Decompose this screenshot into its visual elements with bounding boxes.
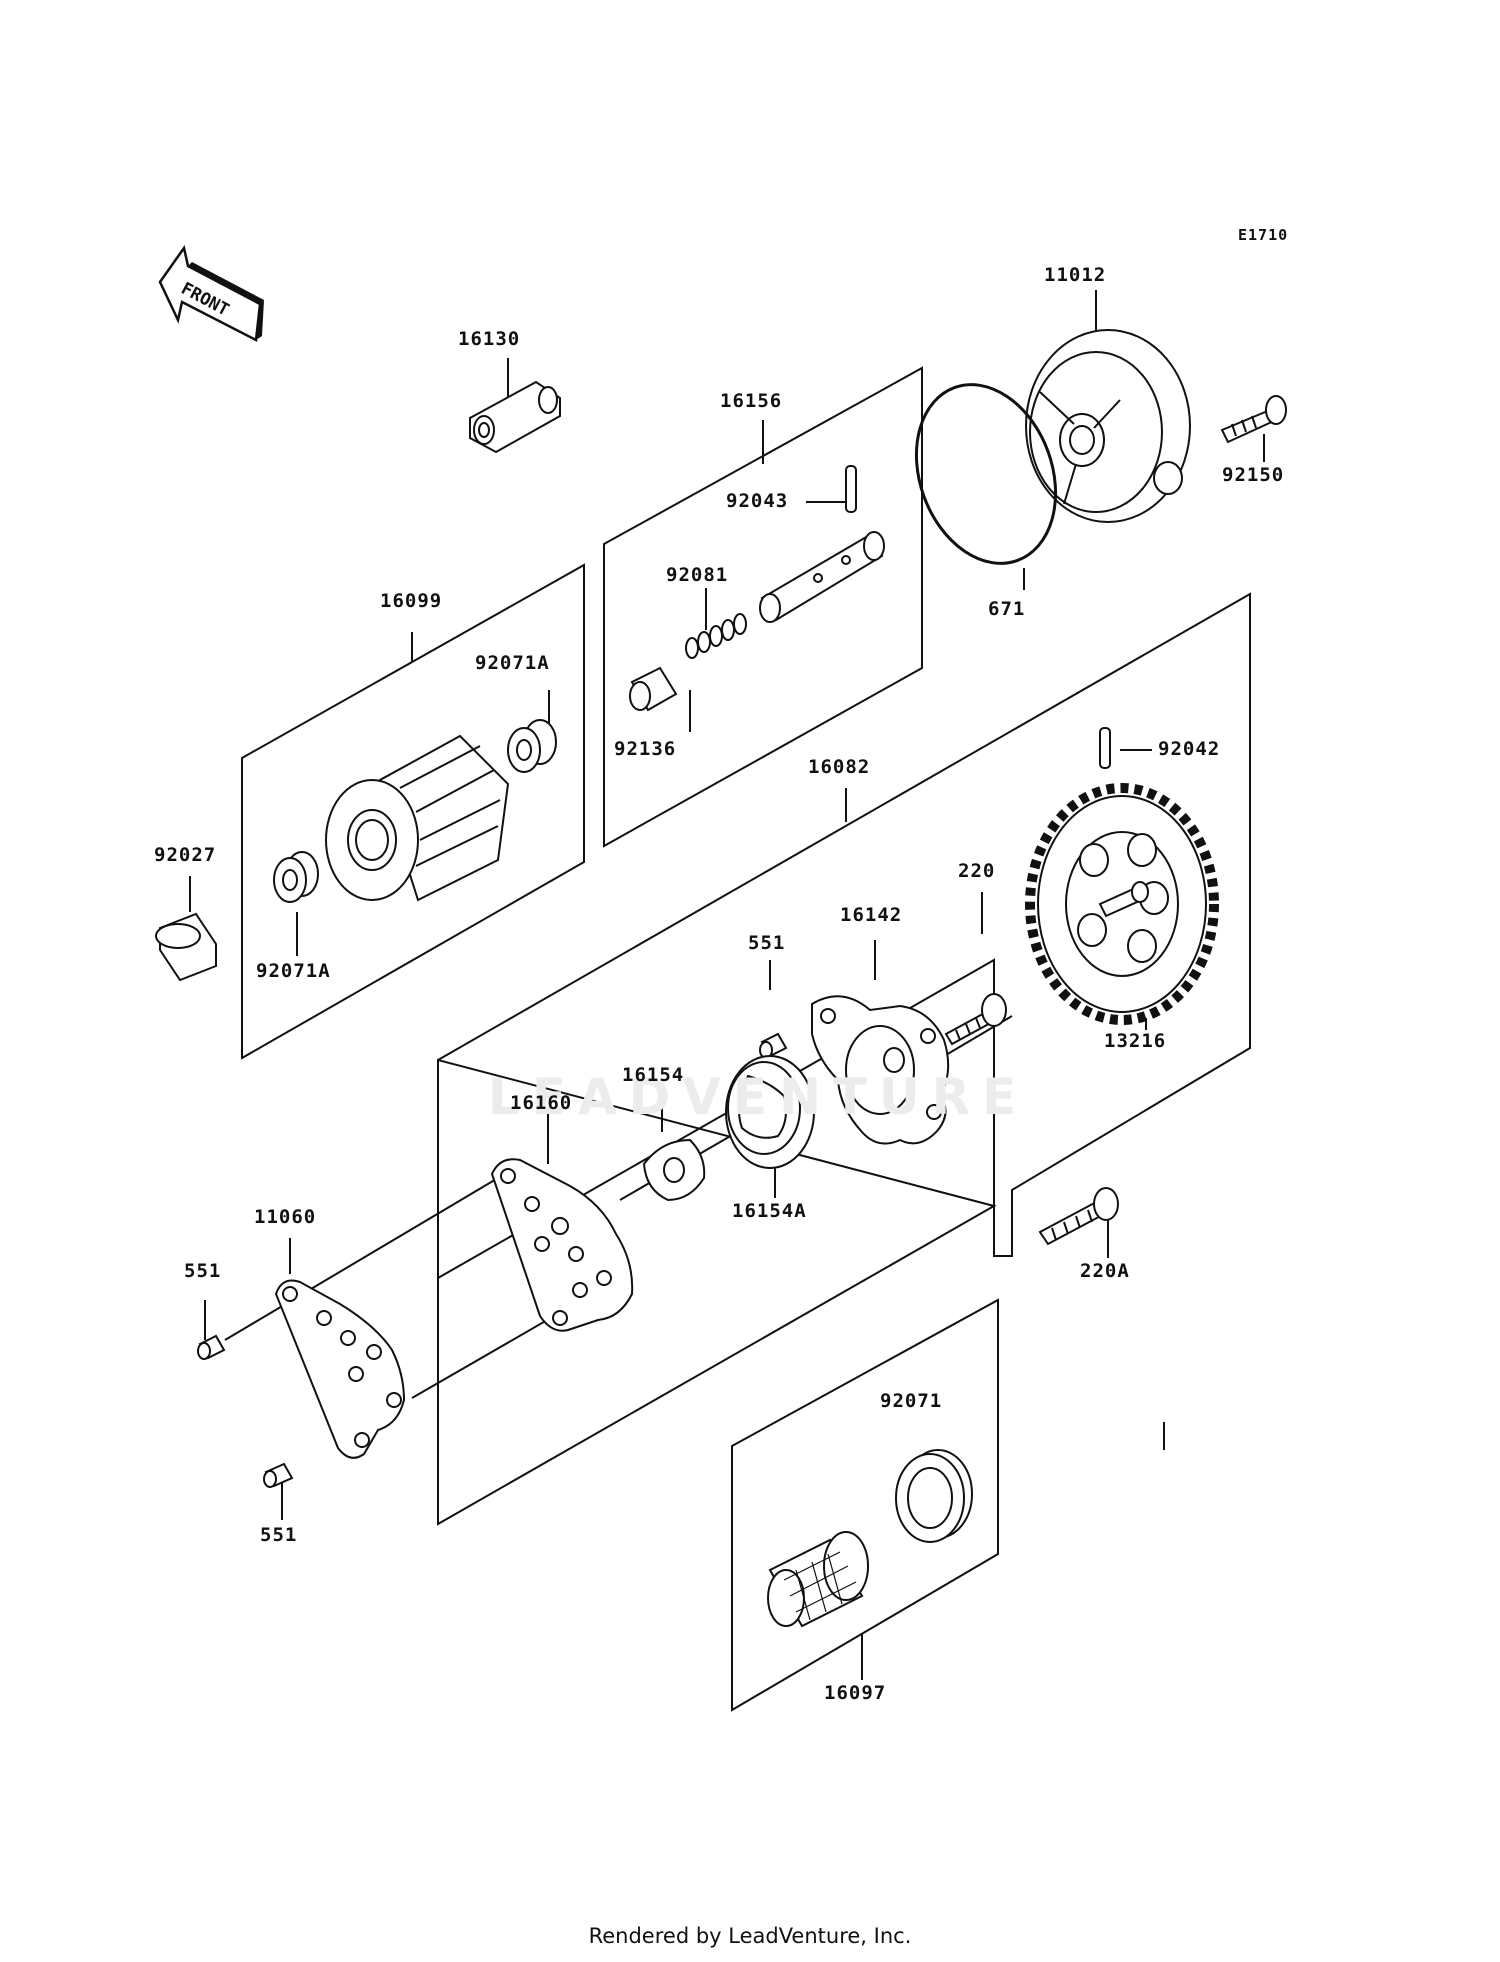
part-16130[interactable]: 16130	[458, 328, 521, 350]
bolt-220A-icon	[1038, 1187, 1119, 1246]
part-92071[interactable]: 92071	[880, 1390, 943, 1412]
part-16160[interactable]: 16160	[510, 1092, 573, 1114]
part-16099[interactable]: 16099	[380, 590, 443, 612]
grommet-92071A-top-icon	[507, 719, 557, 773]
part-551-bottom[interactable]: 551	[260, 1524, 298, 1546]
part-92081[interactable]: 92081	[666, 564, 729, 586]
dowel-551-top-icon	[759, 1032, 788, 1059]
collar-92027-icon	[155, 912, 217, 982]
part-11012[interactable]: 11012	[1044, 264, 1107, 286]
group-box-16156	[603, 366, 923, 848]
part-551-top[interactable]: 551	[748, 932, 786, 954]
part-16142[interactable]: 16142	[840, 904, 903, 926]
seal-92071-icon	[895, 1449, 973, 1543]
bolt-220-icon	[944, 993, 1007, 1046]
o-ring-671-icon	[914, 383, 1058, 565]
dowel-551-bottom-icon	[263, 1462, 294, 1488]
watermark: LEADVENTURE	[488, 1068, 1029, 1126]
footer-credit: Rendered by LeadVenture, Inc.	[588, 1924, 912, 1948]
gear-13216-icon	[1025, 783, 1219, 1025]
plate-11060-icon	[274, 1279, 406, 1459]
part-671[interactable]: 671	[988, 598, 1026, 620]
grommet-92071A-bottom-icon	[273, 851, 319, 903]
diagram-code: E1710	[1238, 226, 1289, 244]
spring-92081-icon	[685, 613, 747, 659]
part-16156[interactable]: 16156	[720, 390, 783, 412]
group-box-16097	[731, 1298, 999, 1712]
front-label: FRONT	[178, 279, 233, 321]
pin-92042-icon	[1099, 727, 1111, 769]
front-label-wrap: FRONT	[178, 279, 233, 321]
part-220[interactable]: 220	[958, 860, 996, 882]
plate-16160-icon	[490, 1158, 634, 1332]
part-92136[interactable]: 92136	[614, 738, 677, 760]
group-box-16082	[437, 592, 1251, 1280]
pin-92043-icon	[845, 465, 857, 513]
part-16082[interactable]: 16082	[808, 756, 871, 778]
part-92042[interactable]: 92042	[1158, 738, 1221, 760]
front-arrow-icon	[158, 244, 264, 342]
part-220A[interactable]: 220A	[1080, 1260, 1130, 1282]
part-16097[interactable]: 16097	[824, 1682, 887, 1704]
fitting-16130-icon	[469, 380, 561, 454]
bolt-92150-icon	[1220, 395, 1287, 444]
part-92150[interactable]: 92150	[1222, 464, 1285, 486]
part-16154A[interactable]: 16154A	[732, 1200, 807, 1222]
part-551-left[interactable]: 551	[184, 1260, 222, 1282]
part-92043[interactable]: 92043	[726, 490, 789, 512]
pump-body-16142-icon	[811, 995, 950, 1145]
strainer-16097-icon	[767, 1531, 869, 1628]
part-11060[interactable]: 11060	[254, 1206, 317, 1228]
rotor-outer-16154A-icon	[725, 1055, 815, 1169]
part-16154[interactable]: 16154	[622, 1064, 685, 1086]
part-13216[interactable]: 13216	[1104, 1030, 1167, 1052]
valve-piston-icon	[759, 531, 885, 623]
group-box-16082-lower	[437, 1058, 997, 1526]
part-92071A-top[interactable]: 92071A	[475, 652, 550, 674]
part-92027[interactable]: 92027	[154, 844, 217, 866]
rotor-inner-16154-icon	[642, 1138, 706, 1202]
part-92071A-bottom[interactable]: 92071A	[256, 960, 331, 982]
group-box-16099	[241, 563, 585, 1060]
cover-11012-icon	[1025, 329, 1191, 523]
dowel-551-left-icon	[197, 1334, 226, 1360]
oil-filter-16099-icon	[325, 734, 510, 902]
plug-92136-icon	[629, 666, 678, 712]
